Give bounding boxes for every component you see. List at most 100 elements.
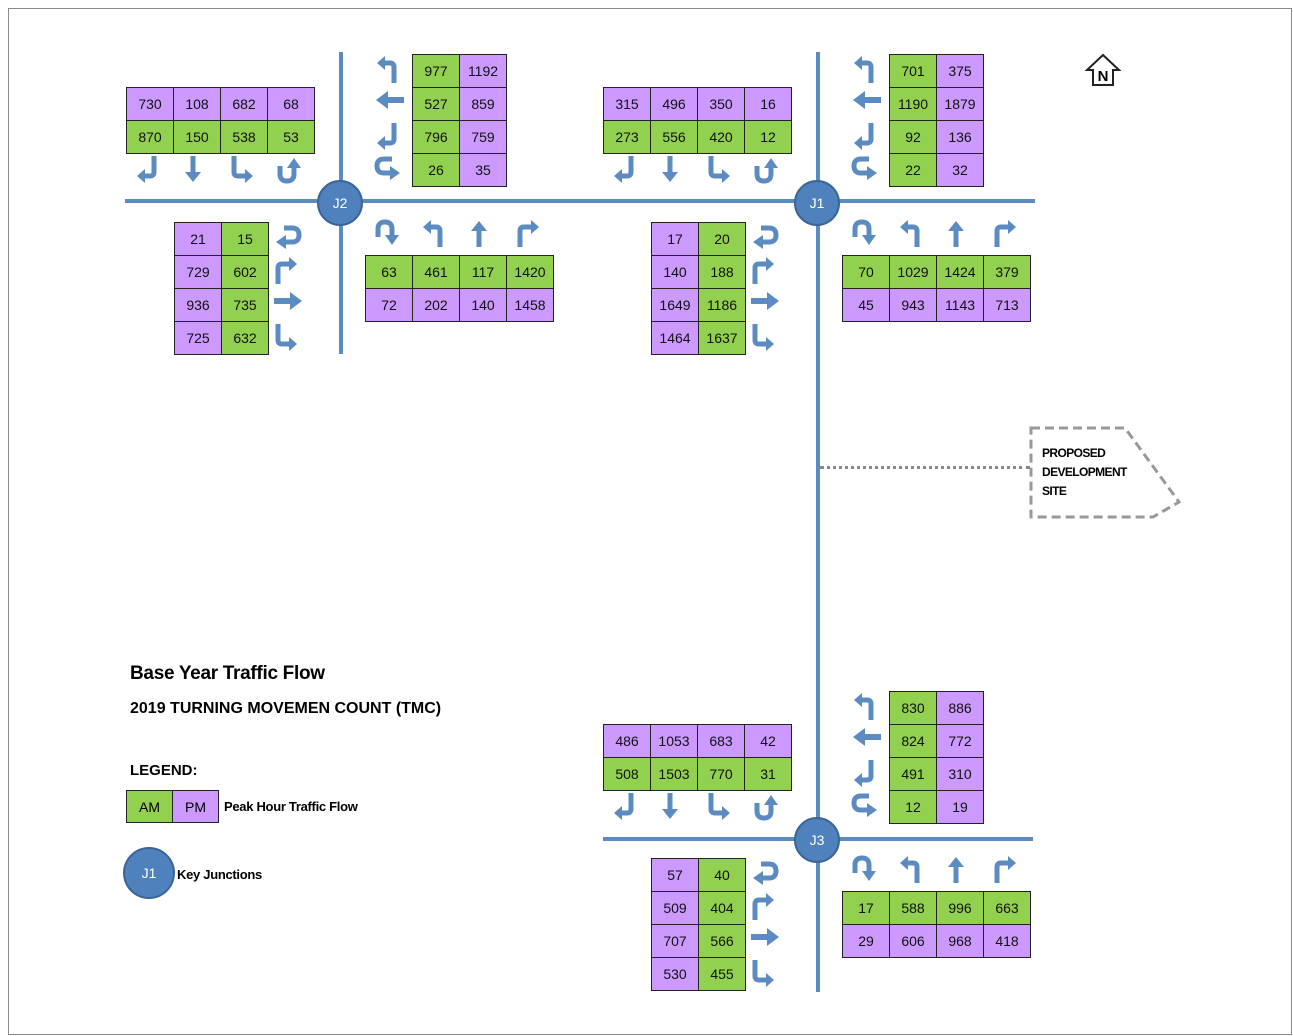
- legend-junction-sample: J1: [123, 847, 175, 899]
- count-cell-pm: 682: [220, 87, 268, 121]
- count-cell-pm: 606: [889, 924, 937, 958]
- arrow-uTurnLeft-icon: [851, 793, 877, 817]
- road-j1-j3-vertical: [816, 52, 820, 992]
- count-cell-pm: 140: [651, 255, 699, 289]
- count-cell-am: 455: [698, 957, 746, 991]
- count-cell-am: 566: [698, 924, 746, 958]
- count-cell-pm: 72: [365, 288, 413, 322]
- count-cell-pm: 759: [459, 120, 507, 154]
- arrow-upRight-icon: [994, 220, 1016, 247]
- count-cell-pm: 772: [936, 724, 984, 758]
- count-cell-am: 31: [744, 757, 792, 791]
- count-cell-pm: 21: [174, 222, 222, 256]
- count-cell-am: 461: [412, 255, 460, 289]
- legend-pm-swatch: PM: [172, 790, 219, 823]
- count-cell-pm: 725: [174, 321, 222, 355]
- count-cell-pm: 35: [459, 153, 507, 187]
- count-cell-am: 20: [698, 222, 746, 256]
- count-cell-pm: 310: [936, 757, 984, 791]
- count-cell-pm: 315: [603, 87, 651, 121]
- arrow-downRight-icon: [275, 324, 297, 351]
- count-cell-pm: 136: [936, 120, 984, 154]
- count-cell-am: 663: [983, 891, 1031, 925]
- count-cell-pm: 17: [651, 222, 699, 256]
- arrow-wLeft-icon: [376, 91, 404, 109]
- arrow-uTurnLeft-icon: [374, 156, 400, 180]
- count-cell-pm: 1649: [651, 288, 699, 322]
- count-cell-am: 15: [221, 222, 269, 256]
- development-site-label: PROPOSED DEVELOPMENT SITE: [1042, 444, 1127, 501]
- count-cell-pm: 1464: [651, 321, 699, 355]
- count-cell-pm: 42: [744, 724, 792, 758]
- count-cell-am: 870: [126, 120, 174, 154]
- count-cell-am: 117: [459, 255, 507, 289]
- count-cell-am: 701: [889, 54, 937, 88]
- arrow-up-icon: [948, 221, 964, 247]
- arrow-upLeft-icon: [900, 220, 920, 247]
- arrow-uTurnDown-icon: [375, 219, 399, 245]
- diagram-subtitle: 2019 TURNING MOVEMEN COUNT (TMC): [130, 700, 442, 717]
- count-cell-am: 379: [983, 255, 1031, 289]
- count-cell-am: 53: [267, 120, 315, 154]
- count-cell-pm: 509: [651, 891, 699, 925]
- arrow-wRight-icon: [751, 292, 779, 310]
- count-cell-pm: 968: [936, 924, 984, 958]
- count-cell-pm: 707: [651, 924, 699, 958]
- arrow-downRight-icon: [752, 960, 774, 987]
- arrow-uTurnRight-icon: [276, 225, 302, 249]
- legend-am-swatch: AM: [126, 790, 173, 823]
- north-label: N: [1098, 68, 1109, 85]
- count-cell-pm: 375: [936, 54, 984, 88]
- arrow-uTurnLeft-icon: [851, 156, 877, 180]
- count-cell-pm: 713: [983, 288, 1031, 322]
- arrow-upRight-icon: [752, 893, 774, 920]
- count-cell-pm: 57: [651, 858, 699, 892]
- arrow-up-icon: [471, 221, 487, 247]
- development-site-shape: [1029, 426, 1182, 519]
- arrow-downLeft-icon: [854, 760, 874, 787]
- arrow-wLeft-icon: [853, 728, 881, 746]
- count-cell-am: 70: [842, 255, 890, 289]
- arrow-uTurnUp-icon: [754, 158, 778, 184]
- arrow-wLeft-icon: [853, 91, 881, 109]
- count-cell-pm: 29: [842, 924, 890, 958]
- arrow-uTurnUp-icon: [277, 158, 301, 184]
- count-cell-pm: 68: [267, 87, 315, 121]
- count-cell-am: 404: [698, 891, 746, 925]
- arrow-downLeft-icon: [614, 793, 634, 820]
- legend-junction-label: Key Junctions: [177, 867, 262, 882]
- arrow-uTurnDown-icon: [852, 855, 876, 881]
- count-cell-pm: 530: [651, 957, 699, 991]
- arrow-down-icon: [185, 156, 201, 182]
- count-cell-pm: 943: [889, 288, 937, 322]
- count-cell-am: 40: [698, 858, 746, 892]
- count-cell-am: 1420: [506, 255, 554, 289]
- count-cell-pm: 1143: [936, 288, 984, 322]
- count-cell-am: 588: [889, 891, 937, 925]
- arrow-upLeft-icon: [900, 856, 920, 883]
- count-cell-am: 17: [842, 891, 890, 925]
- arrow-downLeft-icon: [854, 123, 874, 150]
- arrow-upLeft-icon: [854, 693, 874, 720]
- count-cell-pm: 486: [603, 724, 651, 758]
- count-cell-am: 1424: [936, 255, 984, 289]
- arrow-downRight-icon: [708, 156, 730, 183]
- count-cell-am: 1503: [650, 757, 698, 791]
- count-cell-pm: 108: [173, 87, 221, 121]
- count-cell-am: 150: [173, 120, 221, 154]
- arrow-uTurnUp-icon: [754, 795, 778, 821]
- arrow-upRight-icon: [517, 220, 539, 247]
- count-cell-pm: 32: [936, 153, 984, 187]
- count-cell-am: 527: [412, 87, 460, 121]
- arrow-downLeft-icon: [614, 156, 634, 183]
- arrow-upRight-icon: [275, 257, 297, 284]
- count-cell-am: 92: [889, 120, 937, 154]
- north-arrow-icon: N: [1084, 53, 1122, 86]
- count-cell-am: 538: [220, 120, 268, 154]
- count-cell-am: 556: [650, 120, 698, 154]
